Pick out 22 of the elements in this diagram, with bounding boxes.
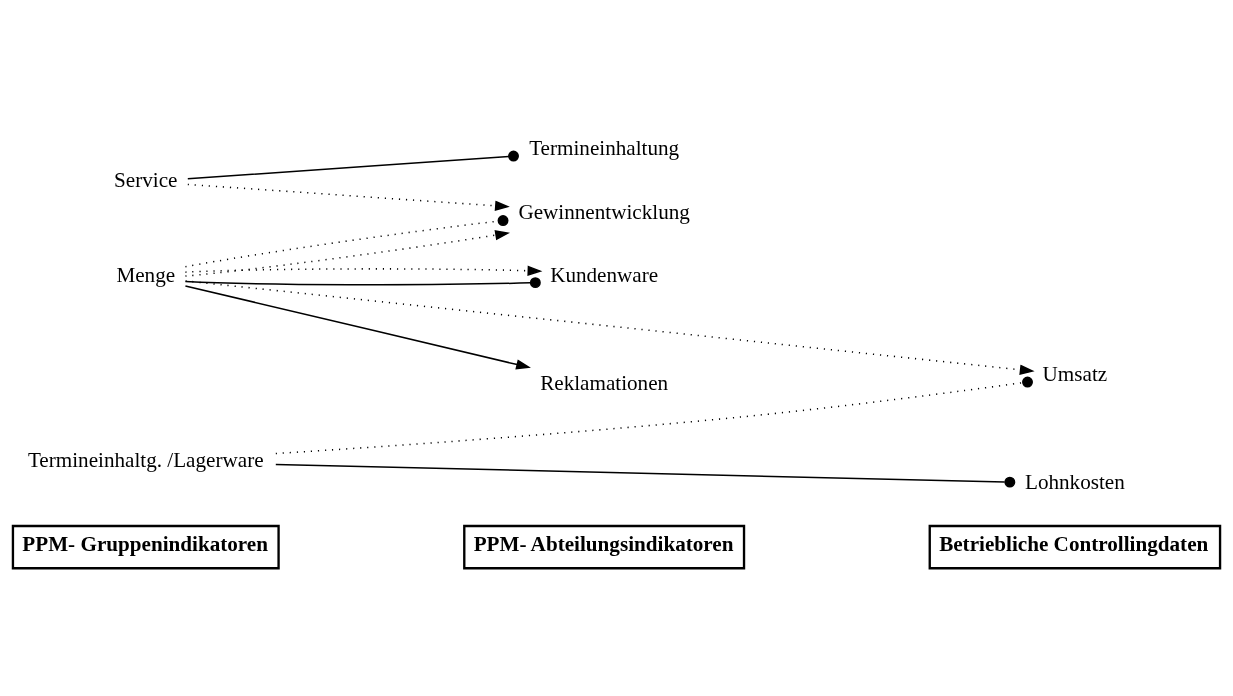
- node-text: Reklamationen: [540, 370, 669, 395]
- node-text: Menge: [116, 262, 176, 287]
- label: Betriebliche Controllingdaten: [939, 531, 1209, 556]
- node-text: Service: [114, 167, 178, 192]
- connector: [184, 276, 541, 288]
- label: PPM- Gruppenindikatoren: [22, 531, 269, 556]
- label: PPM- Abteilungsindikatoren: [473, 531, 734, 556]
- node-text: Kundenware: [550, 262, 659, 287]
- node-text: Lohnkosten: [1024, 469, 1125, 494]
- node-text: Umsatz: [1042, 361, 1108, 386]
- connector: [184, 214, 509, 268]
- arrow: [184, 279, 1035, 375]
- arrow: [184, 284, 531, 369]
- connector: [275, 463, 1016, 488]
- arrow: [184, 229, 510, 277]
- arrow: [184, 265, 543, 276]
- node-text: Termineinhaltung: [529, 135, 680, 160]
- connector: [187, 150, 519, 179]
- node-text: Termineinhaltg. /Lagerware: [27, 447, 264, 472]
- arrow: [187, 183, 510, 211]
- connector: [275, 376, 1033, 454]
- node-text: Gewinnentwicklung: [518, 199, 690, 223]
